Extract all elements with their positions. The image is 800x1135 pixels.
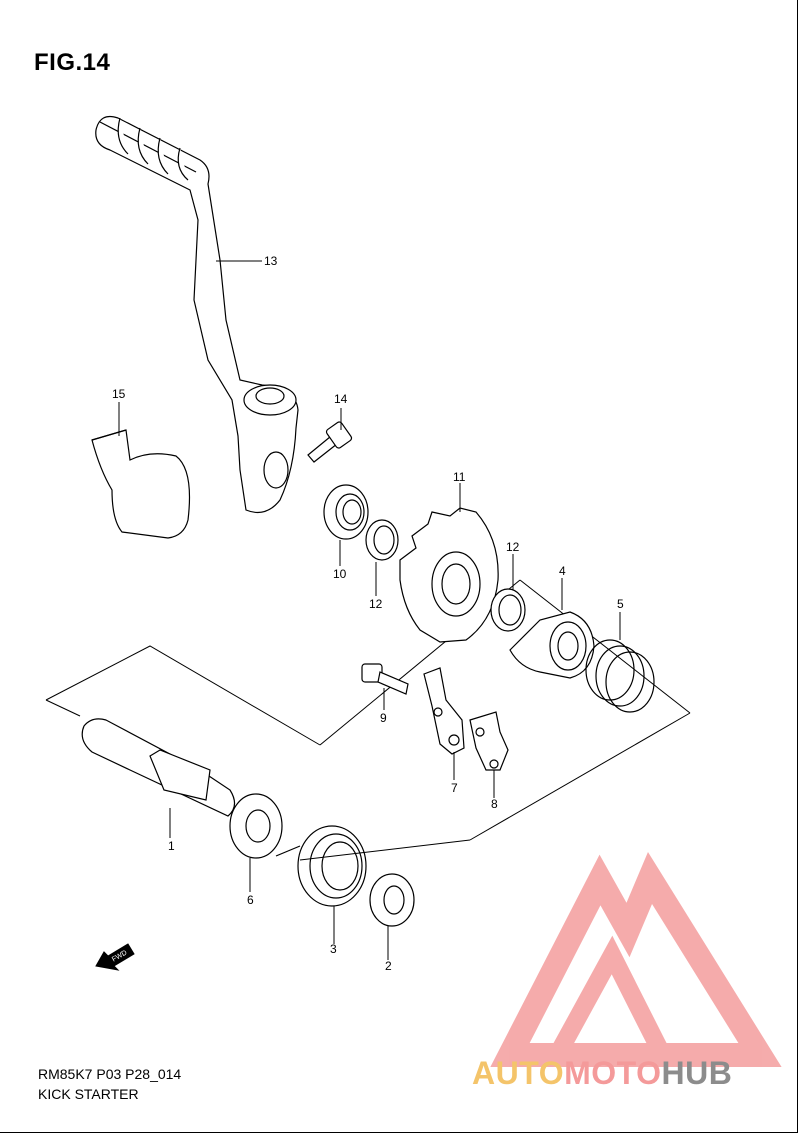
diagram-code: RM85K7 P03 P28_014 [38,1066,182,1082]
washer-12-right [490,588,526,632]
callout-1: 1 [168,839,175,853]
callout-11: 11 [453,470,466,484]
watermark-logo-triangle [490,851,782,1067]
watermark-moto: MOTO [564,1055,662,1091]
callout-numbers: 1 2 3 4 5 6 7 8 9 10 11 12 12 13 14 15 [112,254,624,973]
kick-lever-bolt [307,421,353,463]
figure-title: FIG.14 [34,49,111,76]
watermark-auto: AUTO [472,1055,565,1091]
kick-stopper-plate [423,667,465,755]
kick-starter-shaft [81,718,236,817]
circlip [369,873,415,927]
ratchet-spring [585,639,655,713]
thrust-washer [229,793,283,859]
guide-bolt [361,663,409,695]
callout-15: 15 [112,387,126,401]
callout-8: 8 [491,797,498,811]
callout-9: 9 [380,711,387,725]
callout-12-right: 12 [506,540,520,554]
callout-5: 5 [617,597,624,611]
callout-14: 14 [334,392,348,406]
callout-12-left: 12 [369,597,383,611]
callout-2: 2 [385,959,392,973]
callout-3: 3 [330,942,337,956]
fwd-arrow-icon: FWD [95,943,135,971]
callout-13: 13 [264,254,278,268]
leader-lines [118,260,621,960]
callout-10: 10 [333,567,347,581]
assembly-outline [45,579,691,861]
kick-starter-gear [399,507,499,643]
callout-4: 4 [559,564,566,578]
callout-6: 6 [247,893,254,907]
callout-7: 7 [451,781,458,795]
watermark-wordmark: AUTOMOTOHUB [472,1055,732,1092]
return-spring [275,825,367,907]
kick-boot-cover [91,429,191,539]
diagram-name: KICK STARTER [38,1086,139,1102]
washer-12-left [365,519,399,561]
stopper-plate-small [469,711,509,771]
ratchet-guide [509,611,595,679]
oil-seal [323,484,369,540]
kick-lever [95,115,299,513]
watermark-hub: HUB [661,1055,733,1091]
